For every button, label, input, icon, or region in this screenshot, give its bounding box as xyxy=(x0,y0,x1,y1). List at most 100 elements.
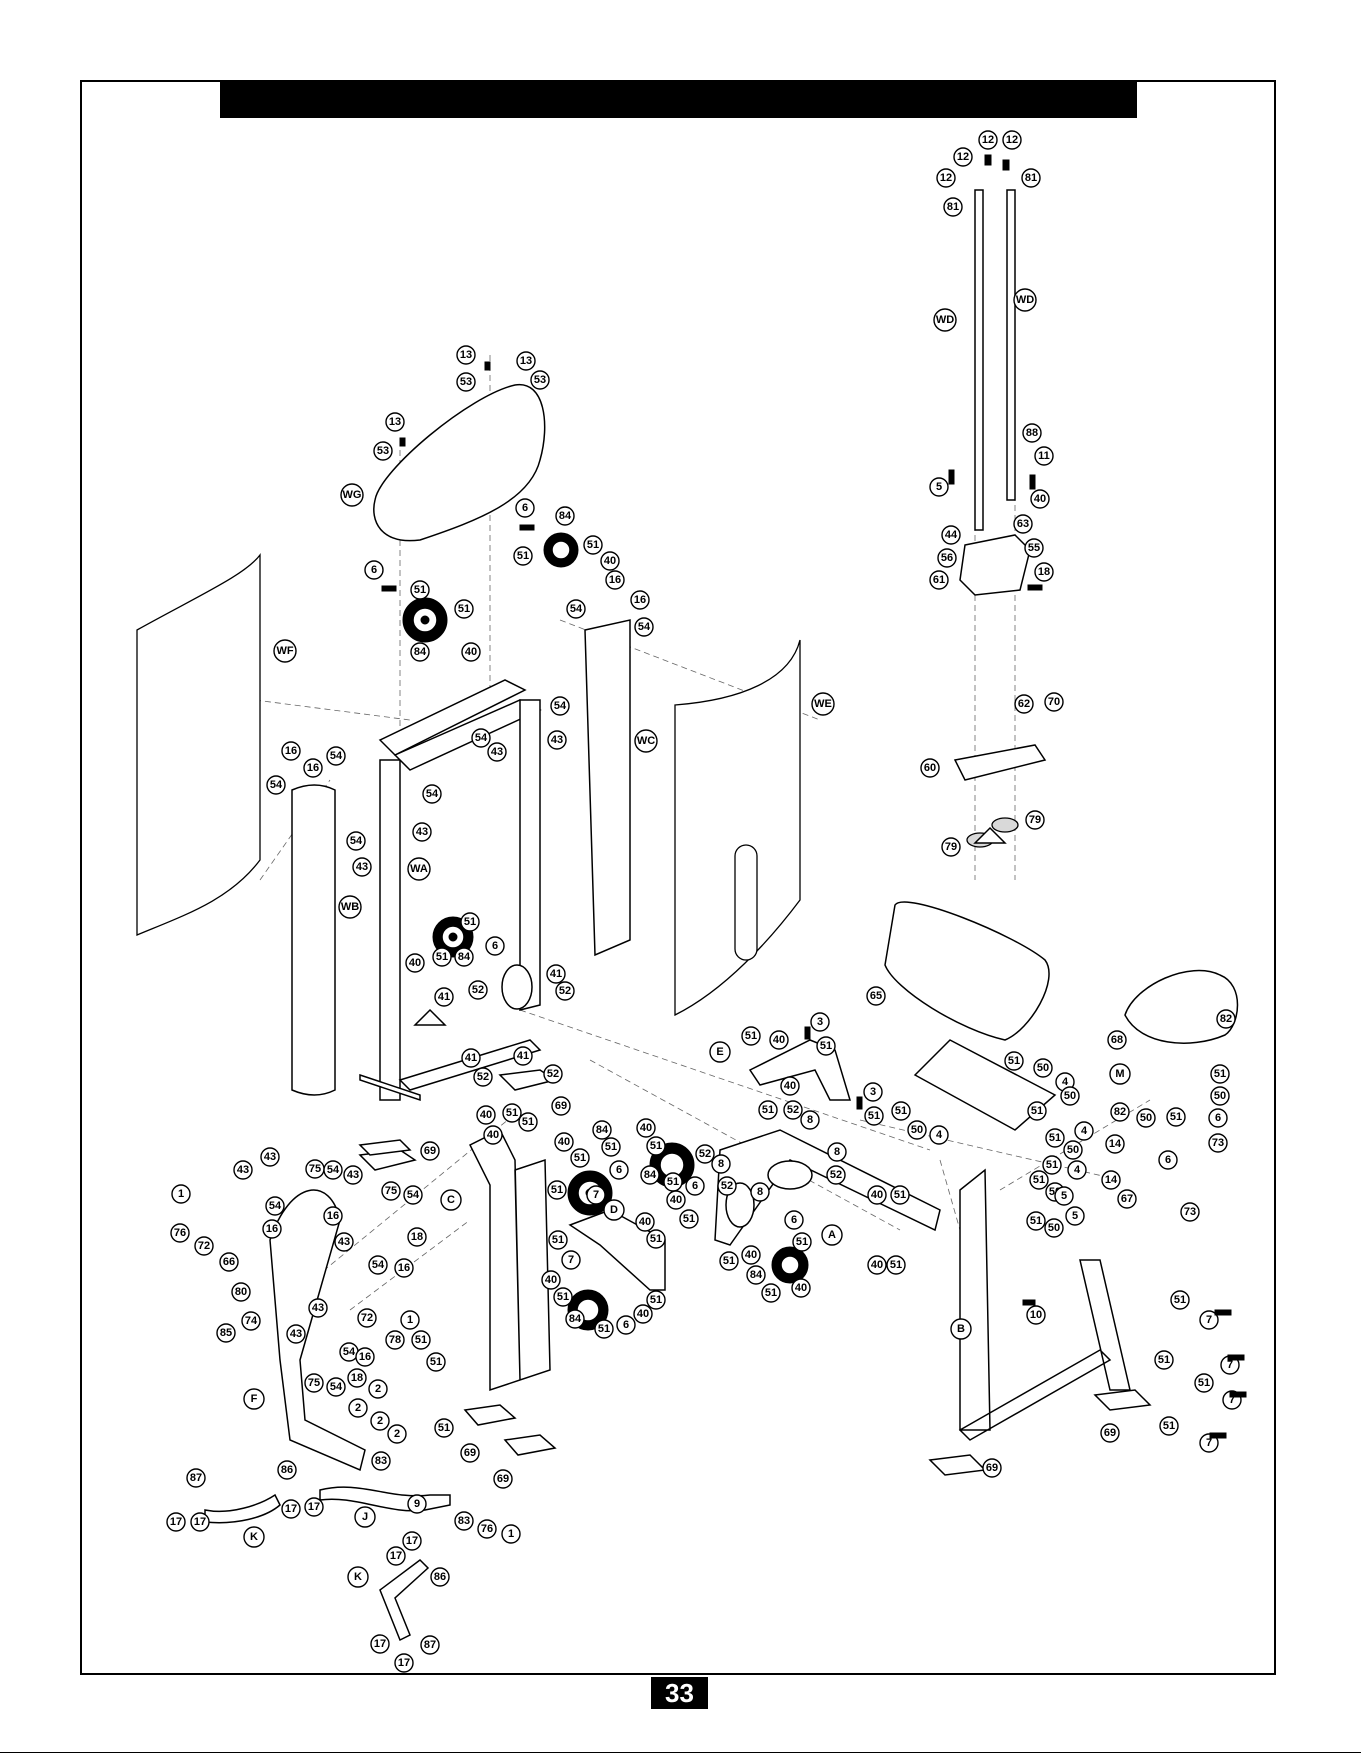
svg-text:54: 54 xyxy=(330,1381,343,1393)
svg-text:51: 51 xyxy=(438,1422,450,1434)
callout-6: 6 xyxy=(1208,1108,1228,1128)
svg-text:73: 73 xyxy=(1212,1137,1224,1149)
svg-text:53: 53 xyxy=(460,376,472,388)
svg-text:17: 17 xyxy=(390,1550,402,1562)
callout-14: 14 xyxy=(1101,1170,1121,1190)
callout-40: 40 xyxy=(633,1304,653,1324)
handle-k-upper xyxy=(204,1493,281,1524)
svg-text:40: 40 xyxy=(545,1274,557,1286)
callout-41: 41 xyxy=(546,964,566,984)
callout-40: 40 xyxy=(867,1255,887,1275)
callout-5: 5 xyxy=(929,477,949,497)
svg-text:51: 51 xyxy=(1170,1111,1182,1123)
callout-81: 81 xyxy=(943,197,963,217)
svg-text:8: 8 xyxy=(718,1158,724,1170)
svg-text:51: 51 xyxy=(1214,1068,1226,1080)
svg-text:WF: WF xyxy=(276,645,293,657)
svg-text:87: 87 xyxy=(424,1639,436,1651)
callout-84: 84 xyxy=(640,1165,660,1185)
callout-51: 51 xyxy=(792,1232,812,1252)
callout-54: 54 xyxy=(346,831,366,851)
svg-text:54: 54 xyxy=(327,1164,340,1176)
handle-j xyxy=(319,1486,451,1512)
callout-67: 67 xyxy=(1117,1189,1137,1209)
svg-text:12: 12 xyxy=(957,151,969,163)
svg-text:17: 17 xyxy=(398,1657,410,1669)
svg-text:51: 51 xyxy=(895,1105,907,1117)
foot-pads xyxy=(358,1069,1152,1476)
callout-51: 51 xyxy=(1042,1155,1062,1175)
svg-text:69: 69 xyxy=(497,1473,509,1485)
callout-40: 40 xyxy=(554,1132,574,1152)
callout-14: 14 xyxy=(1105,1134,1125,1154)
svg-text:10: 10 xyxy=(1030,1309,1042,1321)
callout-51: 51 xyxy=(663,1172,683,1192)
svg-text:51: 51 xyxy=(552,1234,564,1246)
svg-text:69: 69 xyxy=(464,1447,476,1459)
callout-54: 54 xyxy=(323,1160,343,1180)
callout-81: 81 xyxy=(1021,168,1041,188)
svg-text:51: 51 xyxy=(1163,1420,1175,1432)
callout-m: M xyxy=(1109,1063,1131,1085)
svg-text:86: 86 xyxy=(434,1571,446,1583)
svg-text:40: 40 xyxy=(465,646,477,658)
svg-text:51: 51 xyxy=(650,1233,662,1245)
svg-text:3: 3 xyxy=(817,1016,823,1028)
svg-text:4: 4 xyxy=(936,1129,943,1141)
callout-18: 18 xyxy=(347,1368,367,1388)
svg-text:43: 43 xyxy=(551,734,563,746)
svg-text:52: 52 xyxy=(830,1169,842,1181)
callout-51: 51 xyxy=(426,1352,446,1372)
callout-6: 6 xyxy=(784,1210,804,1230)
svg-text:41: 41 xyxy=(550,968,562,980)
callout-4: 4 xyxy=(1074,1121,1094,1141)
svg-text:84: 84 xyxy=(559,510,572,522)
callout-40: 40 xyxy=(476,1105,496,1125)
callout-43: 43 xyxy=(233,1160,253,1180)
callout-44: 44 xyxy=(941,525,961,545)
svg-text:9: 9 xyxy=(414,1498,420,1510)
callout-69: 69 xyxy=(460,1443,480,1463)
callout-13: 13 xyxy=(385,412,405,432)
callout-51: 51 xyxy=(1045,1128,1065,1148)
svg-text:B: B xyxy=(957,1323,965,1335)
svg-text:54: 54 xyxy=(343,1346,356,1358)
callout-50: 50 xyxy=(907,1120,927,1140)
guide-rods-wd xyxy=(974,189,1016,531)
callout-1: 1 xyxy=(171,1184,191,1204)
svg-text:17: 17 xyxy=(194,1516,206,1528)
callout-6: 6 xyxy=(364,560,384,580)
svg-text:41: 41 xyxy=(465,1052,477,1064)
callout-40: 40 xyxy=(666,1190,686,1210)
svg-text:5: 5 xyxy=(1072,1210,1078,1222)
svg-text:40: 40 xyxy=(871,1259,883,1271)
callout-16: 16 xyxy=(630,590,650,610)
svg-text:69: 69 xyxy=(986,1462,998,1474)
callout-12: 12 xyxy=(1002,130,1022,150)
callout-54: 54 xyxy=(368,1255,388,1275)
svg-text:51: 51 xyxy=(765,1287,777,1299)
svg-text:51: 51 xyxy=(1031,1105,1043,1117)
callout-84: 84 xyxy=(410,642,430,662)
callout-61: 61 xyxy=(929,570,949,590)
callout-50: 50 xyxy=(1136,1108,1156,1128)
svg-text:76: 76 xyxy=(481,1523,493,1535)
callout-1: 1 xyxy=(400,1310,420,1330)
callout-51: 51 xyxy=(594,1319,614,1339)
weight-plate xyxy=(953,744,1047,781)
callout-63: 63 xyxy=(1013,514,1033,534)
callout-2: 2 xyxy=(370,1411,390,1431)
callout-52: 52 xyxy=(543,1064,563,1084)
callout-51: 51 xyxy=(502,1103,522,1123)
callout-88: 88 xyxy=(1022,423,1042,443)
svg-text:WA: WA xyxy=(410,863,428,875)
callout-17: 17 xyxy=(394,1653,414,1673)
svg-text:12: 12 xyxy=(1006,134,1018,146)
callout-79: 79 xyxy=(941,837,961,857)
svg-text:40: 40 xyxy=(604,555,616,567)
callout-k: K xyxy=(243,1526,265,1548)
svg-text:52: 52 xyxy=(477,1071,489,1083)
svg-text:40: 40 xyxy=(487,1129,499,1141)
svg-text:84: 84 xyxy=(596,1124,609,1136)
callout-50: 50 xyxy=(1063,1140,1083,1160)
